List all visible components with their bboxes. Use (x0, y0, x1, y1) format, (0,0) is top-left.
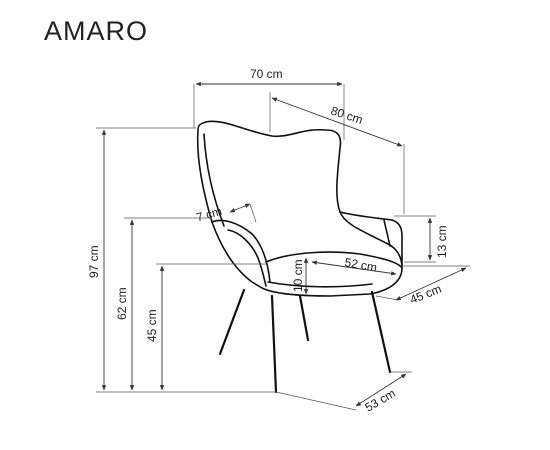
chair-seat (265, 251, 403, 269)
chair-leg-front-left (270, 294, 278, 394)
chair-outline (196, 120, 403, 394)
dim-armrest-floor-height: 62 cm (115, 217, 212, 391)
chair-armrest-right (339, 211, 403, 267)
chair-back (196, 120, 403, 297)
label-depth-top: 80 cm (329, 104, 364, 127)
chair-armrest-left-inner (227, 229, 267, 287)
chair-leg-front-right (370, 290, 392, 374)
label-armrest-height: 13 cm (435, 225, 449, 258)
dim-seat-width: 52 cm (311, 255, 397, 276)
chair-armrest-left (211, 219, 271, 283)
label-cushion-thickness: 10 cm (291, 259, 305, 292)
chair-armrest-right-top (383, 219, 391, 247)
dim-armrest-thickness: 7 cm (195, 203, 257, 225)
label-armrest-floor-height: 62 cm (115, 287, 129, 320)
chair-leg-back-left (218, 288, 246, 356)
chair-back-inner (203, 133, 225, 227)
dim-width-top: 70 cm (193, 67, 345, 140)
dim-seat-height: 45 cm (145, 263, 266, 391)
label-seat-height: 45 cm (145, 309, 159, 342)
chair-seat-front (267, 281, 373, 288)
label-armrest-thickness: 7 cm (195, 204, 224, 225)
label-total-height: 97 cm (87, 245, 101, 278)
chair-leg-back-right (298, 294, 310, 342)
page-title: AMARO (44, 16, 149, 46)
label-seat-depth: 45 cm (408, 282, 444, 307)
label-seat-width: 52 cm (343, 255, 378, 274)
dim-armrest-height: 13 cm (394, 215, 449, 263)
label-width-top: 70 cm (250, 67, 283, 81)
dim-base-depth: 53 cm (275, 371, 412, 415)
dim-total-height: 97 cm (87, 127, 276, 393)
dim-cushion-thickness: 10 cm (291, 257, 309, 295)
